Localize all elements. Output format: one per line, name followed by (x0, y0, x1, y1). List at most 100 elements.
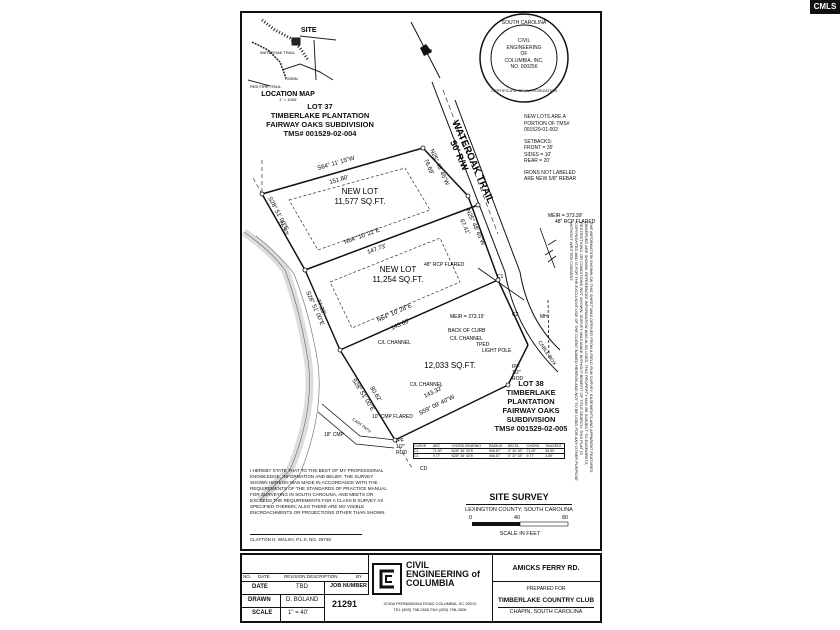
bearing-left1-distance: 76.83' (276, 220, 289, 237)
curve-cell: 0° 37' 03" (507, 454, 523, 458)
ipf-right: IPF (512, 364, 520, 370)
table-row: C2 9.77' N28° 36' 43"E 906.57' 0° 37' 03… (414, 454, 564, 458)
curve-header-0: CURVE (414, 444, 427, 448)
rev-header-by: BY (356, 574, 363, 579)
north-arrow (410, 21, 441, 79)
seal-line5: NO. 000256 (510, 64, 538, 70)
curve-cell: N28° 36' 43"E (451, 454, 474, 458)
survey-title-rule (466, 504, 572, 505)
map-road-label-2: ROBIN (285, 76, 298, 81)
setback-front: FRONT = 35' (524, 145, 554, 151)
lot38-line3: PLANTATION (507, 397, 555, 406)
rev-header-no: NO. (243, 574, 252, 579)
seal-line2: ENGINEERING (506, 44, 542, 51)
curve-cell: 9.77' (432, 454, 441, 458)
rod-size-left: 1/2" (396, 444, 405, 450)
cd-label: CD (420, 466, 428, 472)
map-road-label: WATEROAK TRAIL (260, 50, 296, 55)
scale-label: SCALE (252, 610, 273, 616)
rev-header-date: DATE (258, 574, 270, 579)
setback-rear: REAR = 20' (524, 158, 551, 164)
setback-envelopes (288, 167, 461, 329)
back-of-curb: BACK OF CURB (448, 328, 486, 334)
curve-header-5: CHORD (526, 444, 540, 448)
location-map-title: LOCATION MAP (261, 91, 315, 98)
note-new-lots-3: 001529-01-002 (524, 127, 558, 133)
site-label: SITE (301, 27, 317, 34)
note-new-lots-1: NEW LOTS ARE A (524, 114, 566, 120)
engineering-seal (479, 13, 569, 103)
curve-cell: 4° 30' 49" (507, 449, 523, 453)
notes-block: NEW LOTS ARE A PORTION OF TMS# 001529-01… (524, 114, 596, 183)
curve-table: CURVE ARC CHORD BEARING RADIUS DELTA CHO… (413, 443, 565, 459)
curve-cell: 906.57' (489, 454, 501, 458)
lot-extension-lines (251, 160, 413, 469)
drawn-label: DRAWN (248, 597, 271, 603)
curve-header-4: DELTA (507, 444, 519, 448)
lot38-line2: TIMBERLAKE (506, 388, 556, 397)
scale-tick-40: 40 (514, 515, 521, 521)
date-value: TBD (296, 584, 308, 590)
vertical-note: THE INFORMATION SHOWN ON THIS SHEET WAS … (569, 222, 594, 481)
lot-a-label: NEW LOT (342, 187, 379, 196)
note-new-lots-2: PORTION OF TMS# (524, 120, 570, 127)
client-city: CHAPIN, SOUTH CAROLINA (509, 609, 583, 615)
seal-line4: COLUMBIA, INC. (504, 57, 544, 64)
cl-channel-1: C/L CHANNEL (450, 336, 483, 342)
cl-channel-2: C/L CHANNEL (378, 340, 411, 346)
signature-name: CLAYTON H. WALSH, P.L.S. NO. 26748 (250, 537, 331, 542)
location-map-scale: 1" = 1000' (279, 97, 297, 102)
light-pole: LIGHT POLE (482, 348, 512, 354)
drawing-sheet (240, 11, 602, 551)
curve-cell: 71.00' (432, 449, 443, 453)
bearing-front1-distance: 76.69' (422, 158, 434, 175)
scale-tick-0: 0 (469, 515, 473, 521)
cmp-10-flared: 10" CMP FLARED (372, 414, 413, 420)
rcp-48-flared: 48" RCP FLARED (555, 219, 596, 225)
map-road (281, 63, 334, 81)
signature-line (250, 534, 362, 535)
curve-cell: 4.89' (545, 454, 553, 458)
company-block (368, 555, 493, 621)
rod-size-right: 1/2" (512, 370, 521, 376)
bearing-top-distance: 151.80' (329, 175, 349, 186)
table-row: C1 71.00' N28° 36' 33"E 906.57' 4° 30' 4… (414, 449, 564, 454)
waterroak-trail-road (431, 81, 561, 373)
rod-word-left: ROD (396, 450, 408, 456)
lot38-line5: SUBDIVISION (506, 415, 556, 424)
drainage-lines (477, 227, 557, 361)
setback-sides: SIDES = 10' (524, 151, 552, 158)
company-phone: TEL (803) 798-2626 FAX (803) 798-2826 (393, 607, 467, 612)
lot-c-area: 12,033 SQ.FT. (424, 361, 476, 370)
rod-word-right: ROD (512, 376, 524, 382)
map-road-2 (299, 35, 337, 41)
lot37-label: LOT 37 TIMBERLAKE PLANTATION FAIRWAY OAK… (250, 102, 390, 138)
scale-bar (472, 521, 569, 527)
curve-cell: 35.50' (545, 449, 555, 453)
curve-c1-label: C1 (497, 274, 504, 280)
rev-header-desc: REVISION DESCRIPTION (284, 574, 338, 579)
title-block: NO. DATE REVISION DESCRIPTION BY DATE TB… (240, 553, 602, 623)
scale-tick-80: 80 (562, 515, 569, 521)
curve-cell: N28° 36' 33"E (451, 449, 474, 453)
company-line1: CIVIL (406, 560, 430, 570)
scale-value: 1" = 40' (288, 610, 309, 616)
site-marker (291, 37, 301, 46)
lot37-line3: FAIRWAY OAKS SUBDIVISION (266, 120, 374, 129)
cmp-18: 18" CMP (324, 432, 345, 438)
curve-cell: 906.57' (489, 449, 501, 453)
curve-cell: C1 (414, 449, 419, 453)
map-creek-2 (251, 41, 287, 79)
survey-title: SITE SURVEY (489, 492, 549, 502)
drawn-value: D. BOLAND (286, 597, 319, 603)
bearing-front2-distance: 67.41' (458, 218, 470, 235)
client-name: TIMBERLAKE COUNTRY CLUB (497, 597, 595, 604)
lot38-line1: LOT 38 (518, 379, 544, 388)
rcp-48-flared-2: 48" RCP FLARED (424, 262, 465, 268)
meir-1: MEIR = 373.39' (548, 213, 582, 219)
company-line3: COLUMBIA (406, 578, 455, 588)
corner-logo: CMLS (810, 0, 840, 14)
lot37-line4: TMS# 001529-02-004 (283, 129, 357, 138)
certification-text: I HEREBY STATE THAT TO THE BEST OF MY PR… (250, 468, 387, 515)
lot-b-label: NEW LOT (380, 265, 417, 274)
